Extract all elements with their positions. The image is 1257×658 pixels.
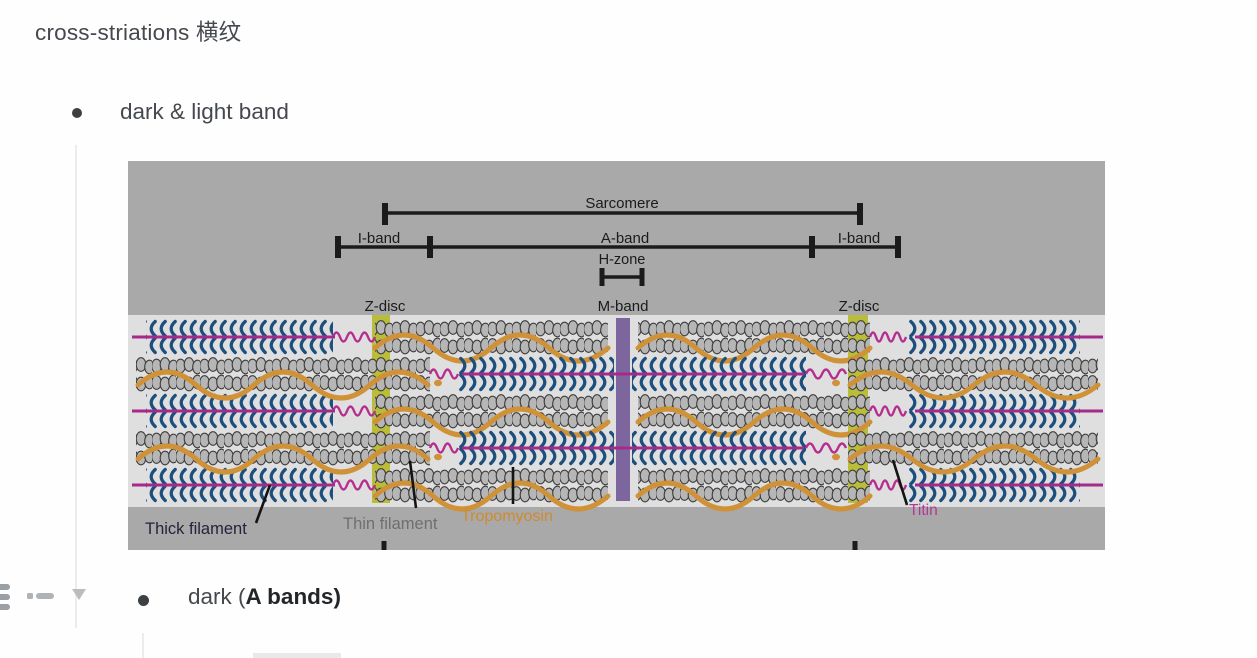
band-bracket (335, 236, 901, 258)
label-z-disc-right: Z-disc (839, 298, 880, 315)
bullet-item-dark-a-bands: dark (A bands) (188, 584, 341, 610)
list-icon[interactable] (0, 604, 10, 610)
h-zone-bracket (599, 268, 645, 286)
bullet2-bold: A bands (245, 584, 334, 609)
m-band-bar (616, 318, 630, 501)
label-h-zone: H-zone (599, 252, 646, 268)
label-thick-filament: Thick filament (145, 520, 247, 538)
list-icon[interactable] (0, 584, 10, 590)
filament-rows-b (135, 356, 1101, 475)
bottom-bracket-ticks (381, 541, 858, 550)
bullet-dot (138, 595, 149, 606)
partial-image-below[interactable] (253, 653, 341, 658)
indent-guide (142, 633, 144, 658)
bullet2-prefix: dark ( (188, 584, 246, 609)
label-i-band-left: I-band (358, 230, 401, 247)
heading-text: cross-striations 横纹 (35, 20, 242, 45)
label-sarcomere: Sarcomere (585, 195, 658, 212)
label-thin-filament: Thin filament (343, 515, 438, 533)
bullet-dot (72, 108, 82, 118)
drag-dash-icon[interactable] (36, 593, 54, 599)
sarcomere-diagram: Sarcomere I-band A-band I-band H-zone Z-… (128, 161, 1105, 550)
label-a-band: A-band (601, 230, 649, 247)
label-pointers (254, 459, 909, 524)
drag-dash-icon[interactable] (27, 593, 33, 599)
label-titin: Titin (909, 502, 938, 519)
filament-rows-a (132, 319, 1103, 512)
list-icon[interactable] (0, 594, 10, 600)
label-i-band-right: I-band (838, 230, 881, 247)
collapse-triangle-icon[interactable] (72, 589, 86, 600)
sarcomere-bracket (382, 203, 863, 225)
indent-guide (75, 145, 77, 628)
bullet-item-dark-light-band: dark & light band (120, 99, 289, 124)
label-m-band: M-band (598, 298, 649, 315)
sarcomere-image[interactable]: Sarcomere I-band A-band I-band H-zone Z-… (128, 161, 1105, 550)
label-tropomyosin: Tropomyosin (461, 508, 553, 525)
bullet2-suffix: ) (333, 584, 341, 609)
label-z-disc-left: Z-disc (365, 298, 406, 315)
